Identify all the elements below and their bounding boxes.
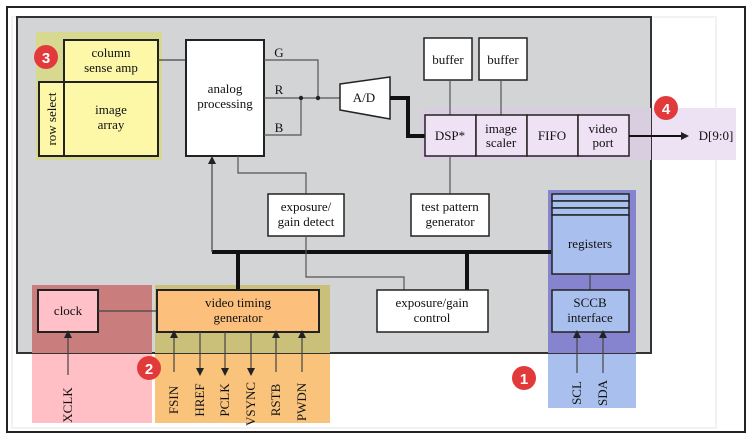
- pin-vsync: VSYNC: [243, 382, 258, 426]
- badge-1: 1: [512, 366, 536, 390]
- wire-g: [264, 59, 319, 98]
- exposure-gain-control-label-2: control: [414, 310, 451, 325]
- column-sense-amp-label-1: column: [92, 45, 131, 60]
- register-row-1: [551, 193, 630, 202]
- buffer-1: [423, 37, 473, 81]
- badge-4-label: 4: [662, 101, 671, 118]
- ad-converter: [339, 76, 391, 120]
- wire-b: [264, 98, 302, 136]
- video-timing-label-1: video timing: [205, 295, 272, 310]
- row-select-label: row select: [44, 92, 59, 145]
- wire-analog-to-detect: [237, 156, 307, 195]
- dsp-label: DSP*: [435, 128, 465, 143]
- channel-g-label: G: [274, 45, 283, 60]
- pin-xclk: XCLK: [60, 387, 75, 423]
- image-scaler-label-1: image: [485, 121, 517, 136]
- analog-processing-label-2: processing: [197, 96, 253, 111]
- column-sense-amp: [63, 39, 159, 83]
- video-port-label-2: port: [593, 135, 614, 150]
- registers-label: registers: [568, 236, 612, 251]
- pin-rstb: RSTB: [268, 383, 283, 416]
- clock-label: clock: [54, 303, 83, 318]
- ad-converter-label: A/D: [353, 90, 375, 105]
- junction-b: [298, 95, 304, 101]
- sccb-label-2: interface: [567, 310, 613, 325]
- pin-fsin: FSIN: [166, 385, 181, 414]
- buffer-1-label: buffer: [432, 52, 464, 67]
- test-pattern-label-1: test pattern: [421, 199, 479, 214]
- exposure-gain-control-label-1: exposure/gain: [396, 295, 469, 310]
- analog-processing-label-1: analog: [208, 81, 243, 96]
- badge-2-label: 2: [145, 361, 153, 378]
- exposure-gain-detect-label-2: gain detect: [278, 214, 335, 229]
- video-port: [577, 114, 630, 157]
- image-array: [63, 81, 159, 157]
- exposure-gain-control: [376, 289, 489, 333]
- badge-3: 3: [34, 45, 58, 69]
- registers-block: [551, 214, 630, 275]
- pin-pwdn: PWDN: [294, 382, 309, 421]
- bus-ad-to-dsp: [390, 96, 425, 138]
- sccb-interface: [551, 289, 630, 333]
- image-scaler: [475, 114, 528, 157]
- exposure-gain-detect-label-1: exposure/: [281, 199, 332, 214]
- video-port-label-1: video: [589, 121, 618, 136]
- channel-b-label: B: [275, 120, 284, 135]
- exposure-gain-detect: [267, 193, 345, 237]
- analog-processing: [185, 39, 265, 157]
- pin-sda: SDA: [595, 379, 610, 406]
- sccb-label-1: SCCB: [573, 295, 607, 310]
- register-row-2: [551, 200, 630, 209]
- badge-2: 2: [137, 356, 161, 380]
- video-timing-generator: [156, 289, 320, 333]
- fifo-label: FIFO: [538, 128, 566, 143]
- channel-r-label: R: [275, 82, 284, 97]
- column-sense-amp-label-2: sense amp: [84, 60, 138, 75]
- badge-1-label: 1: [520, 371, 528, 388]
- pin-href: HREF: [192, 383, 207, 416]
- image-array-label-1: image: [95, 102, 127, 117]
- test-pattern-label-2: generator: [425, 214, 475, 229]
- buffer-2-label: buffer: [487, 52, 519, 67]
- test-pattern-generator: [410, 193, 490, 237]
- pin-pclk: PCLK: [217, 383, 232, 417]
- buffer-2: [478, 37, 528, 81]
- video-timing-label-2: generator: [213, 310, 263, 325]
- image-array-label-2: array: [98, 117, 125, 132]
- badge-3-label: 3: [42, 50, 50, 67]
- junction-g: [315, 95, 321, 101]
- output-label: D[9:0]: [699, 128, 734, 143]
- pin-scl: SCL: [569, 381, 584, 405]
- wire-detect-to-control: [305, 236, 405, 290]
- register-row-3: [551, 207, 630, 216]
- badge-4: 4: [654, 96, 678, 120]
- fifo: [526, 114, 579, 157]
- image-scaler-label-2: scaler: [486, 135, 517, 150]
